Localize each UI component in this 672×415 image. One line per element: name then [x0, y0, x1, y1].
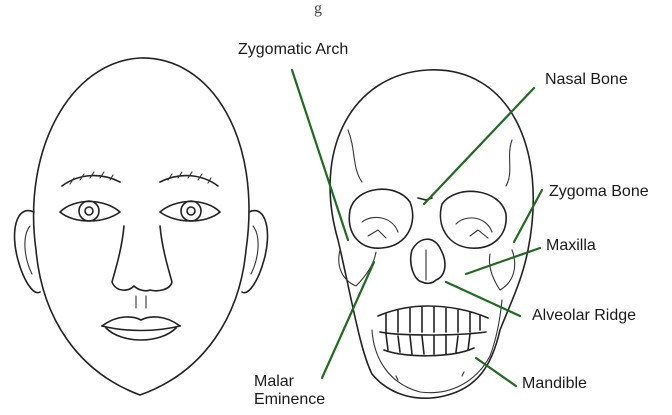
label-mandible: Mandible: [522, 374, 587, 393]
label-malar-line1: Malar: [254, 372, 294, 391]
label-zygomatic-arch: Zygomatic Arch: [238, 40, 348, 59]
right-eye: [160, 202, 220, 222]
leader-alveolar-ridge: [446, 282, 520, 316]
left-ear-inner: [25, 226, 32, 274]
caption-fragment: g: [314, 0, 322, 18]
leader-nasal-bone: [424, 88, 534, 204]
philtrum: [136, 296, 146, 308]
leader-zygoma-bone: [514, 190, 542, 242]
right-orbit-inner: [456, 218, 492, 238]
left-orbit: [349, 189, 412, 248]
right-orbit: [440, 191, 506, 248]
right-pupil: [187, 207, 195, 215]
upper-teeth: [378, 306, 488, 332]
label-nasal-bone: Nasal Bone: [545, 70, 628, 89]
mouth-line: [102, 326, 180, 331]
face-illustration: [15, 58, 268, 395]
label-zygoma-bone: Zygoma Bone: [549, 182, 649, 201]
mental-foramen: [396, 372, 464, 380]
right-zygoma: [489, 250, 514, 290]
nasal-cavity: [411, 239, 445, 283]
label-malar-line2: Eminence: [254, 390, 325, 409]
right-iris: [181, 201, 201, 221]
left-pupil: [85, 207, 93, 215]
right-ear-inner: [251, 226, 258, 274]
leader-maxilla: [466, 248, 540, 274]
left-eye: [60, 202, 120, 222]
mandible-outline: [372, 300, 502, 393]
skull-illustration: [330, 70, 533, 398]
nose: [112, 226, 172, 291]
left-iris: [79, 201, 99, 221]
lower-teeth: [384, 334, 474, 356]
left-orbit-inner: [362, 217, 398, 238]
label-maxilla: Maxilla: [546, 236, 596, 255]
head-outline: [34, 58, 249, 395]
leader-zygomatic-arch: [292, 70, 348, 240]
label-alveolar-ridge: Alveolar Ridge: [532, 306, 636, 325]
upper-lip: [102, 317, 180, 326]
